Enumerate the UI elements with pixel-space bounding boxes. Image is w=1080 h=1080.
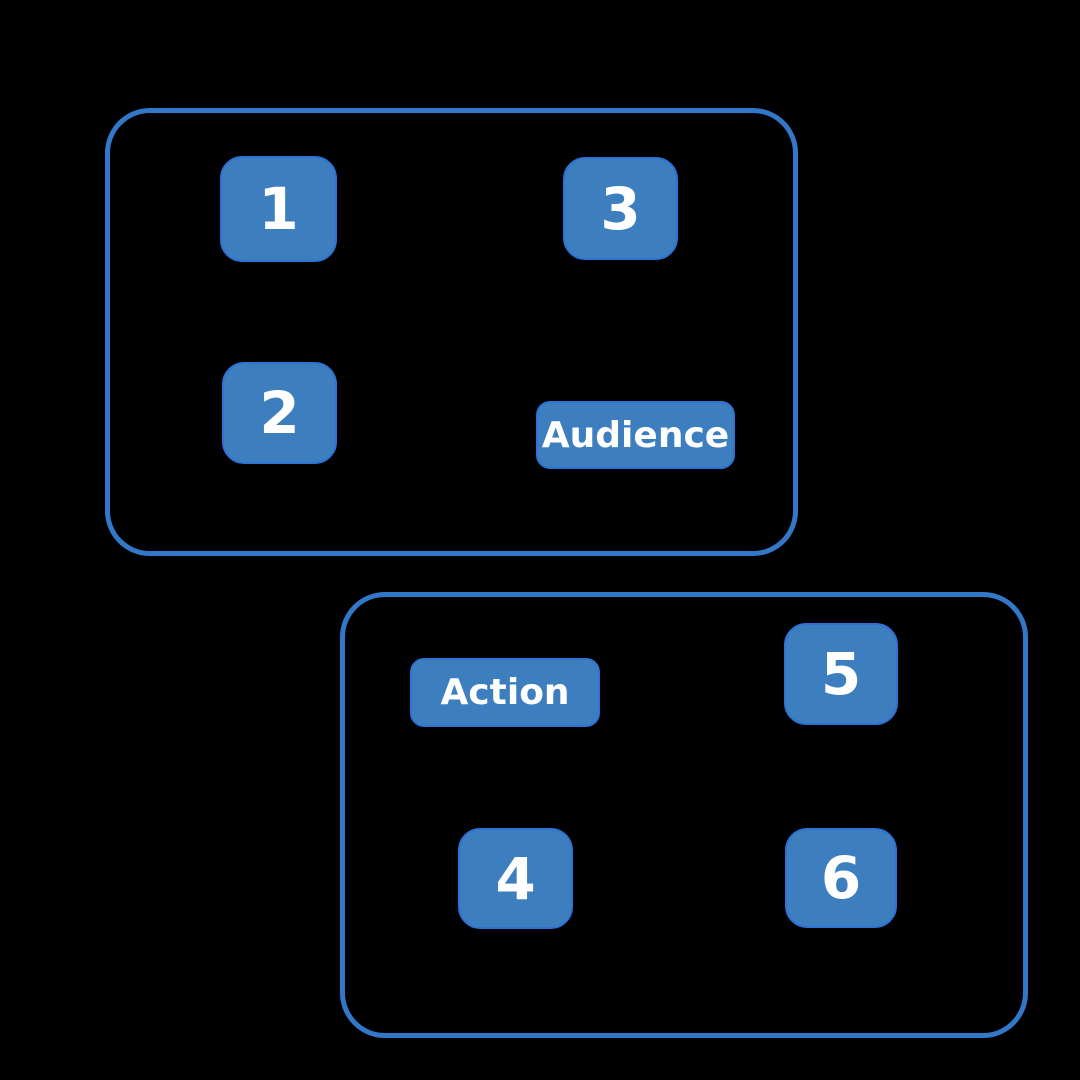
step-4-box: 4 — [458, 828, 573, 929]
step-6-box: 6 — [785, 828, 897, 928]
audience-label: Audience — [541, 414, 730, 456]
step-3-box: 3 — [563, 157, 678, 260]
step-2-label: 2 — [259, 379, 300, 447]
audience-label-box: Audience — [536, 401, 735, 469]
step-6-label: 6 — [820, 844, 862, 912]
step-1-box: 1 — [220, 156, 337, 262]
step-2-box: 2 — [222, 362, 337, 464]
step-3-label: 3 — [600, 174, 641, 243]
action-frame — [340, 592, 1028, 1038]
step-4-label: 4 — [495, 844, 536, 913]
step-5-box: 5 — [784, 623, 898, 725]
action-label: Action — [440, 672, 570, 713]
step-1-label: 1 — [258, 175, 299, 243]
audience-frame — [105, 108, 798, 556]
action-label-box: Action — [410, 658, 600, 727]
step-5-label: 5 — [820, 640, 862, 708]
